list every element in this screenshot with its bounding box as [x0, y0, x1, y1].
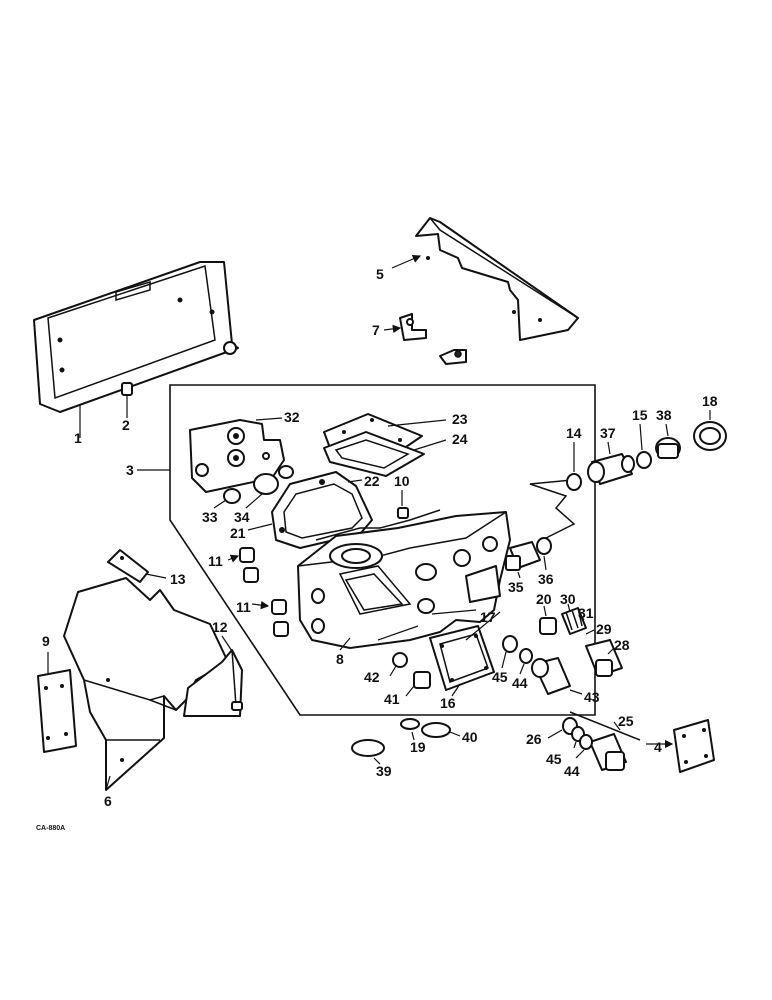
- callout-26: 26: [526, 731, 542, 747]
- plug-part-2: [121, 382, 133, 418]
- oring-part-15: [636, 423, 652, 469]
- ring-part-44: [519, 648, 533, 675]
- ring-part-44b: [575, 734, 593, 759]
- callout-20: 20: [536, 591, 552, 607]
- callout-labels: 1 2 3 5 7 32 23 24 14 37 15 38 18 22 10 …: [42, 266, 718, 809]
- callout-11b: 11: [236, 599, 251, 615]
- callout-5: 5: [376, 266, 384, 282]
- callout-12: 12: [212, 619, 228, 635]
- callout-9: 9: [42, 633, 50, 649]
- callout-1: 1: [74, 430, 82, 446]
- callout-24: 24: [452, 431, 468, 447]
- callout-8: 8: [336, 651, 344, 667]
- callout-18: 18: [702, 393, 718, 409]
- callout-37: 37: [600, 425, 616, 441]
- ring-part-45: [501, 635, 518, 669]
- shield-part-12: [183, 635, 243, 717]
- cap-part-18: [693, 410, 727, 451]
- callout-43: 43: [584, 689, 600, 705]
- plug-part-20: [539, 605, 557, 635]
- spool-part-43: [531, 657, 583, 695]
- bracket-part-13: [107, 549, 167, 583]
- valve-housing-part-8: [297, 509, 511, 651]
- callout-22: 22: [364, 473, 380, 489]
- ring-part-29: [585, 629, 595, 635]
- callout-42: 42: [364, 669, 380, 685]
- oring-part-36: [529, 479, 576, 571]
- callout-33: 33: [202, 509, 218, 525]
- assembly-frame: [169, 384, 596, 716]
- callout-45a: 45: [492, 669, 508, 685]
- callout-10: 10: [394, 473, 410, 489]
- oring-part-19: [400, 718, 420, 741]
- spring-part-30-31: [561, 603, 587, 635]
- callout-45b: 45: [546, 751, 562, 767]
- ring-part-42: [377, 625, 419, 677]
- plug-part-10: [397, 490, 409, 519]
- callout-14: 14: [566, 425, 582, 441]
- plug-part-11-bottom: [251, 599, 289, 637]
- callout-41: 41: [384, 691, 400, 707]
- plug-part-11-top: [227, 547, 259, 583]
- figure-code: CA-880A: [36, 825, 65, 832]
- callout-44b: 44: [564, 763, 580, 779]
- callout-6: 6: [104, 793, 112, 809]
- callout-21: 21: [230, 525, 246, 541]
- callout-31: 31: [578, 605, 594, 621]
- callout-13: 13: [170, 571, 186, 587]
- gasket-part-24: [323, 431, 447, 477]
- clip-part-7b: [439, 349, 467, 365]
- callout-32: 32: [284, 409, 300, 425]
- callout-23: 23: [452, 411, 468, 427]
- oring-part-33: [213, 488, 241, 509]
- cover-plate-part-16: [429, 609, 501, 697]
- gasket-part-21-22: [247, 471, 373, 549]
- callout-3: 3: [126, 462, 134, 478]
- callout-19: 19: [410, 739, 426, 755]
- oring-part-39: [351, 739, 385, 765]
- callout-25: 25: [618, 713, 634, 729]
- plug-part-41: [405, 671, 431, 697]
- valve-part-37: [587, 441, 635, 485]
- callout-30: 30: [560, 591, 576, 607]
- callout-2: 2: [122, 417, 130, 433]
- callout-11a: 11: [208, 553, 223, 569]
- spool-part-25: [569, 711, 641, 771]
- callout-29: 29: [596, 621, 612, 637]
- callout-44a: 44: [512, 675, 528, 691]
- callout-35: 35: [508, 579, 524, 595]
- spool-part-28: [585, 639, 623, 677]
- cover-plate-part-4: [646, 719, 715, 773]
- callout-16: 16: [440, 695, 456, 711]
- callout-17: 17: [480, 609, 496, 625]
- callout-15: 15: [632, 407, 648, 423]
- callout-7: 7: [372, 322, 380, 338]
- callout-36: 36: [538, 571, 554, 587]
- bracket-plate-part-5: [391, 217, 579, 341]
- callout-28: 28: [614, 637, 630, 653]
- oring-part-34: [245, 465, 294, 509]
- callout-40: 40: [462, 729, 478, 745]
- valve-part-35: [505, 541, 541, 579]
- clip-part-7: [383, 313, 427, 341]
- callout-38: 38: [656, 407, 672, 423]
- callout-34: 34: [234, 509, 250, 525]
- callout-4: 4: [654, 739, 662, 755]
- oring-part-14: [566, 442, 582, 491]
- plate-part-9: [37, 652, 77, 753]
- cap-part-38: [655, 423, 681, 459]
- oring-part-40: [421, 722, 461, 738]
- housing-cover-part-1: [33, 261, 239, 438]
- callout-39: 39: [376, 763, 392, 779]
